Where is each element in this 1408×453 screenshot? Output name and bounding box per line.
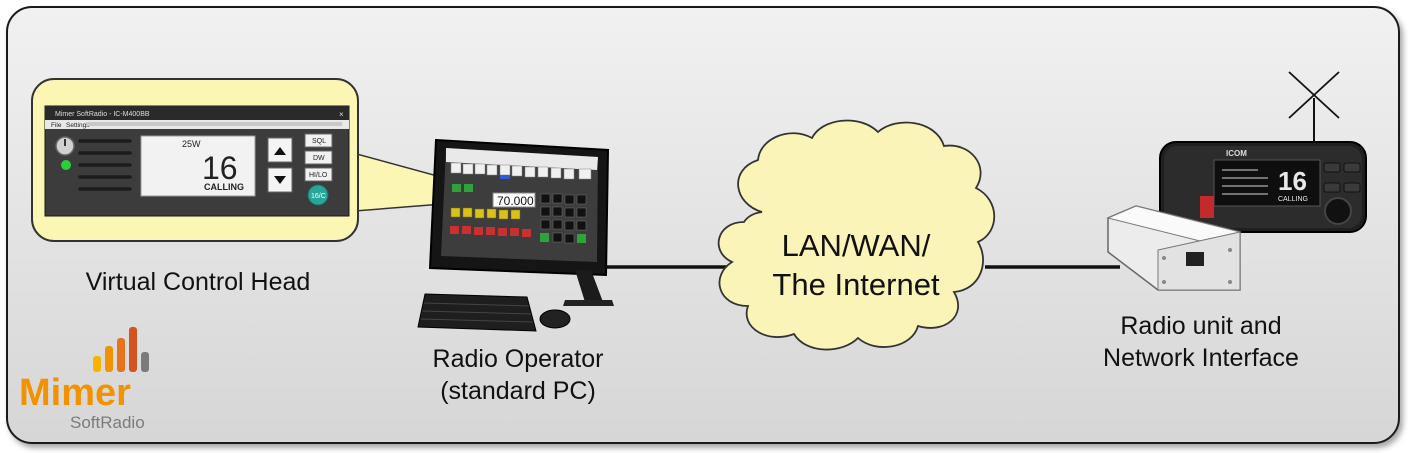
operator-pc: 70.000 [417,138,614,332]
radio-status: CALLING [1278,196,1308,203]
vch-status: CALLING [204,182,244,192]
channel-16c-button[interactable] [307,184,329,206]
logo-bar-3 [117,338,125,372]
pc-frequency: 70.000 [497,194,534,208]
radio-unit-line2: Network Interface [1103,344,1299,372]
logo-bar-5 [141,352,149,372]
radio-unit-line1: Radio unit and [1120,312,1282,340]
pc-stand [575,270,603,302]
dw-button[interactable] [304,150,333,165]
radio-operator-line1: Radio Operator [432,345,604,373]
virtual-control-head-label: Virtual Control Head [85,268,311,296]
pc-mouse [539,309,571,329]
vch-menu-settings[interactable]: Settings [66,122,90,129]
radio-brand: ICOM [1226,149,1247,158]
radio-channel: 16 [1278,166,1307,196]
mimer-logo: Mimer SoftRadio [19,327,149,432]
radio-unit: ICOM 16 CALLING [1106,71,1367,291]
radio-operator-label: Radio Operator (standard PC) [398,343,638,407]
vch-power: 25W [182,139,201,149]
vch-window-title: Mimer SoftRadio - IC-M400BB [55,111,150,118]
hilo-button-label: HI/LO [309,172,328,179]
ethernet-port-icon [1186,252,1204,266]
sql-button-label: SQL [312,138,326,145]
dw-button-label: DW [313,155,325,162]
radio-unit-label: Radio unit and Network Interface [1066,310,1336,374]
network-cloud: LAN/WAN/ The Internet [717,119,996,351]
pc-screen-buttons [450,162,592,180]
channel-16c-label: 16/C [311,193,326,200]
logo-bar-1 [93,356,101,372]
logo-name: Mimer [19,372,131,414]
cloud-label-line2: The Internet [772,267,940,302]
arrow-up-icon [274,147,286,155]
radio-display [1213,159,1321,207]
speaker-grille [78,139,132,191]
vch-close-icon[interactable]: × [339,110,344,119]
hilo-button[interactable] [304,167,333,182]
logo-bar-4 [129,327,137,372]
radio-operator-line2: (standard PC) [440,377,596,405]
logo-bar-2 [105,346,113,372]
vch-channel: 16 [202,150,238,186]
status-led [61,160,71,170]
cloud-label-line1: LAN/WAN/ [782,228,931,263]
sql-button[interactable] [304,133,333,148]
pc-frequency-box [492,192,536,208]
cloud-shape [717,119,996,351]
logo-sub: SoftRadio [70,413,145,432]
vch-display [140,135,256,197]
radio-knob[interactable] [1324,197,1352,225]
arrow-down-icon [274,176,286,184]
vch-menu-file[interactable]: File [51,122,62,129]
virtual-control-head-window: Mimer SoftRadio - IC-M400BB × File Setti… [44,105,350,217]
